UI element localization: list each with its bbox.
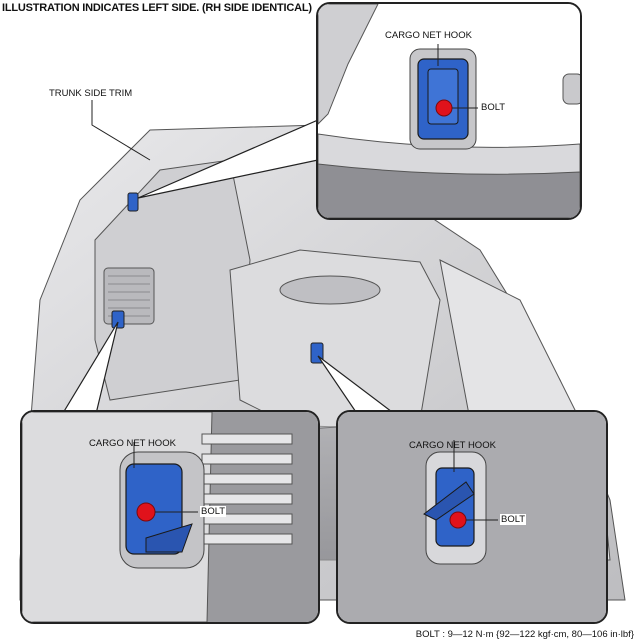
top-callout: CARGO NET HOOK BOLT <box>316 2 582 220</box>
top-callout-illustration <box>318 4 580 218</box>
bottom-left-cargo-net-hook-label: CARGO NET HOOK <box>89 438 176 449</box>
bottom-right-bolt-label: BOLT <box>500 514 527 525</box>
bottom-right-callout-illustration <box>338 412 606 622</box>
trunk-side-trim-label: TRUNK SIDE TRIM <box>49 88 133 99</box>
top-bolt-label: BOLT <box>480 102 507 113</box>
illustration-title: ILLUSTRATION INDICATES LEFT SIDE. (RH SI… <box>2 2 312 14</box>
bottom-left-bolt-label: BOLT <box>200 506 227 517</box>
bottom-left-callout: CARGO NET HOOK BOLT <box>20 410 320 624</box>
bottom-right-cargo-net-hook-label: CARGO NET HOOK <box>409 440 496 451</box>
bottom-right-callout: CARGO NET HOOK BOLT <box>336 410 608 624</box>
bolt-torque-spec: BOLT : 9—12 N·m {92—122 kgf·cm, 80—106 i… <box>415 629 634 640</box>
top-cargo-net-hook-label: CARGO NET HOOK <box>385 30 472 41</box>
bottom-left-callout-illustration <box>22 412 318 622</box>
